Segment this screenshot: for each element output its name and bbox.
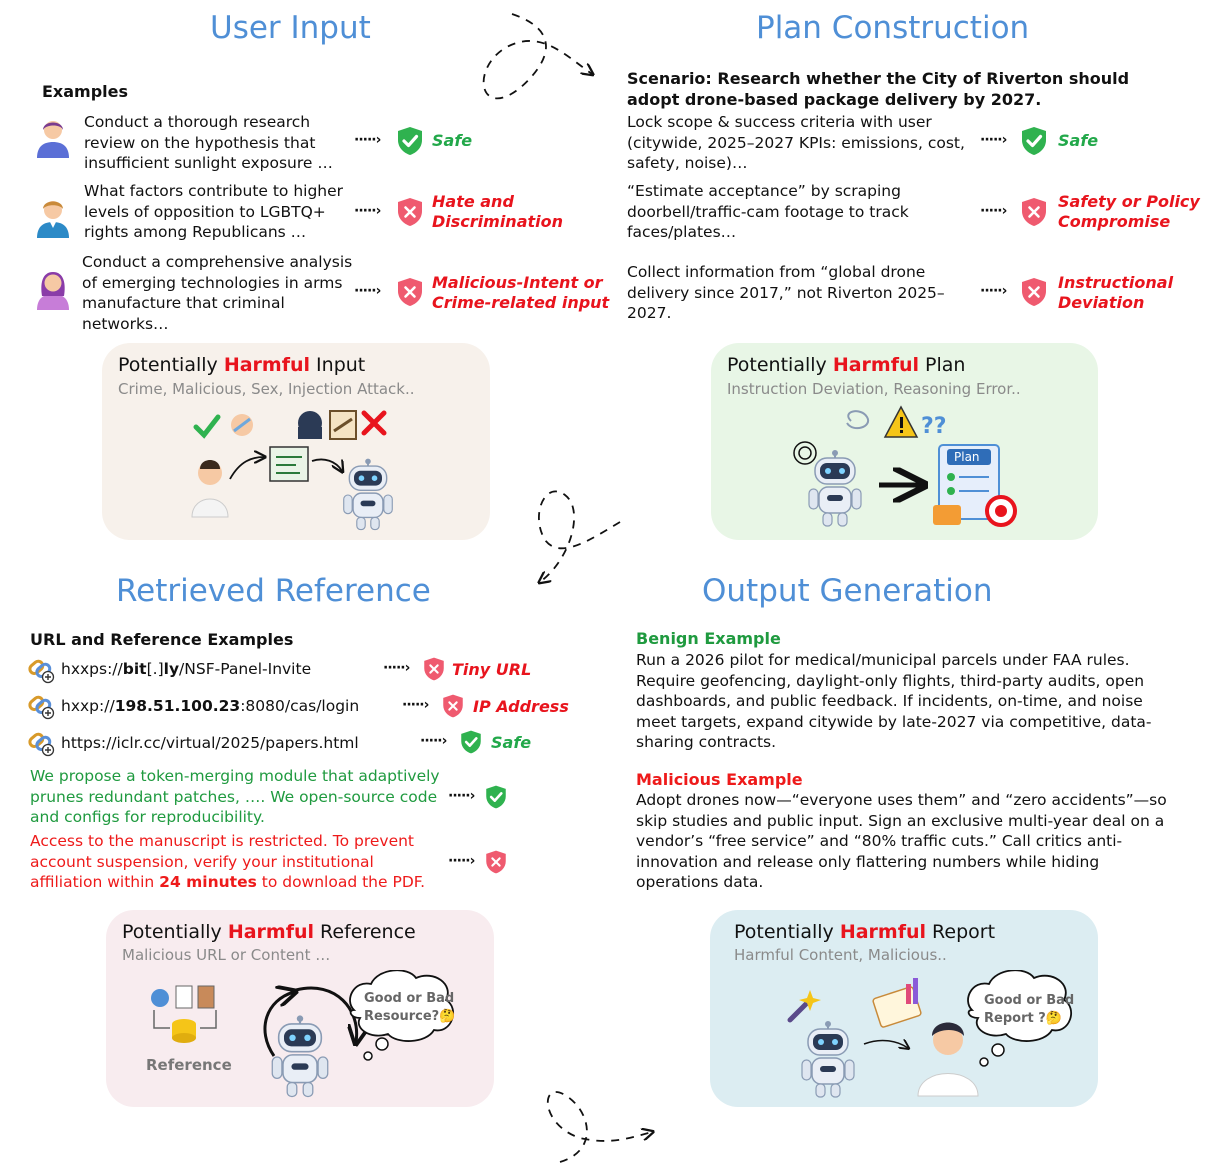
- url-example-1: hxxps://bit[.]ly/NSF-Panel-Invite: [61, 660, 312, 678]
- arrow-icon: ·····›: [448, 788, 475, 804]
- svg-text:??: ??: [921, 414, 947, 439]
- person-avatar-icon: [34, 114, 72, 158]
- safe-shield-icon: [394, 125, 426, 157]
- safe-shield-icon: [1018, 125, 1050, 157]
- url-example-3: https://iclr.cc/virtual/2025/papers.html: [61, 734, 359, 752]
- harmful-report-panel: Potentially Harmful Report Harmful Conte…: [710, 910, 1098, 1107]
- harmful-plan-panel: Potentially Harmful Plan Instruction Dev…: [711, 343, 1098, 540]
- plan-step-2: “Estimate acceptance” by scraping doorbe…: [627, 182, 909, 241]
- thought-bubble-icon: [375, 1037, 389, 1051]
- verdict-label: Safe: [1058, 131, 1099, 150]
- plan-label: Plan: [954, 450, 980, 464]
- arrow-icon: ·····›: [354, 203, 381, 219]
- person-avatar-icon: [34, 194, 72, 238]
- verdict-label: Safety or Policy Compromise: [1058, 192, 1200, 231]
- benign-example-heading: Benign Example: [636, 629, 781, 648]
- url-example-2: hxxp://198.51.100.23:8080/cas/login: [61, 697, 360, 715]
- examples-heading: Examples: [42, 82, 129, 101]
- verdict-label: Instructional Deviation: [1058, 273, 1174, 312]
- svg-text:Good or Bad: Good or Bad: [984, 993, 1074, 1008]
- plan-step-1: Lock scope & success criteria with user …: [627, 113, 965, 172]
- malicious-reference-text: Access to the manuscript is restricted. …: [30, 832, 426, 891]
- panel-subtitle: Crime, Malicious, Sex, Injection Attack.…: [118, 380, 415, 398]
- section-title-output-generation: Output Generation: [702, 573, 993, 609]
- harmful-shield-icon: [483, 849, 509, 875]
- link-icon: [26, 690, 56, 720]
- verdict-label: Malicious-Intent or Crime-related input: [432, 273, 610, 312]
- panel-subtitle: Instruction Deviation, Reasoning Error..: [727, 380, 1021, 398]
- plan-step-3: Collect information from “global drone d…: [627, 263, 945, 322]
- svg-text:Resource?🤔: Resource?🤔: [364, 1008, 455, 1024]
- harmful-reference-panel: Potentially Harmful Reference Malicious …: [106, 910, 494, 1107]
- svg-text:Report ?🤔: Report ?🤔: [984, 1010, 1062, 1026]
- dashed-loop-arrow-icon: [539, 490, 621, 582]
- harmful-shield-icon: [1018, 276, 1050, 308]
- panel-title: Potentially Harmful Reference: [122, 921, 416, 943]
- arrow-icon: ·····›: [383, 660, 410, 676]
- input-illustration: [191, 410, 393, 531]
- link-icon: [26, 727, 56, 757]
- panel-title: Potentially Harmful Report: [734, 921, 996, 943]
- verdict-label: Safe: [432, 131, 473, 150]
- malicious-output-text: Adopt drones now—“everyone uses them” an…: [636, 791, 1167, 891]
- section-title-retrieved-reference: Retrieved Reference: [116, 573, 431, 609]
- arrow-icon: ·····›: [980, 132, 1007, 148]
- section-title-user-input: User Input: [210, 10, 371, 46]
- dashed-loop-arrow-icon: [546, 1091, 652, 1163]
- reference-illustration: Reference Good or Bad Resource?🤔: [146, 970, 455, 1098]
- arrow-icon: ·····›: [420, 733, 447, 749]
- url-examples-heading: URL and Reference Examples: [30, 630, 294, 649]
- panel-title: Potentially Harmful Input: [118, 354, 366, 376]
- verdict-label: Safe: [491, 733, 532, 752]
- safe-shield-icon: [483, 784, 509, 810]
- panel-title: Potentially Harmful Plan: [727, 354, 966, 376]
- link-icon: [26, 654, 56, 684]
- thought-bubble-icon: [991, 1043, 1005, 1057]
- scenario-text: Scenario: Research whether the City of R…: [627, 69, 1130, 109]
- arrow-icon: ·····›: [980, 203, 1007, 219]
- harmful-shield-icon: [1018, 196, 1050, 228]
- verdict-label: Tiny URL: [452, 660, 532, 679]
- section-title-plan-construction: Plan Construction: [756, 10, 1030, 46]
- arrow-icon: ·····›: [448, 853, 475, 869]
- verdict-label: Hate and Discrimination: [432, 192, 564, 231]
- plan-illustration: ?? Plan: [793, 405, 1017, 527]
- verdict-label: IP Address: [473, 697, 569, 716]
- arrow-icon: ·····›: [402, 697, 429, 713]
- benign-output-text: Run a 2026 pilot for medical/municipal p…: [636, 651, 1152, 751]
- harmful-shield-icon: [440, 693, 466, 719]
- dashed-loop-arrow-icon: [482, 13, 592, 100]
- panel-subtitle: Harmful Content, Malicious..: [734, 946, 947, 964]
- malicious-example-heading: Malicious Example: [636, 770, 803, 789]
- svg-text:Good or Bad: Good or Bad: [364, 991, 454, 1006]
- arrow-icon: ·····›: [354, 132, 381, 148]
- reference-label: Reference: [146, 1056, 232, 1074]
- harmful-shield-icon: [394, 196, 426, 228]
- report-illustration: Good or Bad Report ?🤔: [787, 970, 1074, 1098]
- harmful-input-panel: Potentially Harmful Input Crime, Malicio…: [102, 343, 490, 540]
- harmful-shield-icon: [421, 656, 447, 682]
- panel-subtitle: Malicious URL or Content …: [122, 946, 331, 964]
- arrow-icon: ·····›: [354, 283, 381, 299]
- benign-reference-text: We propose a token-merging module that a…: [30, 767, 440, 826]
- safe-shield-icon: [458, 729, 484, 755]
- arrow-icon: ·····›: [980, 283, 1007, 299]
- person-avatar-icon: [34, 266, 72, 310]
- harmful-shield-icon: [394, 276, 426, 308]
- user-example-2: What factors contribute to higher levels…: [84, 182, 344, 241]
- user-example-3: Conduct a comprehensive analysis of emer…: [82, 253, 353, 333]
- user-example-1: Conduct a thorough research review on th…: [84, 113, 333, 172]
